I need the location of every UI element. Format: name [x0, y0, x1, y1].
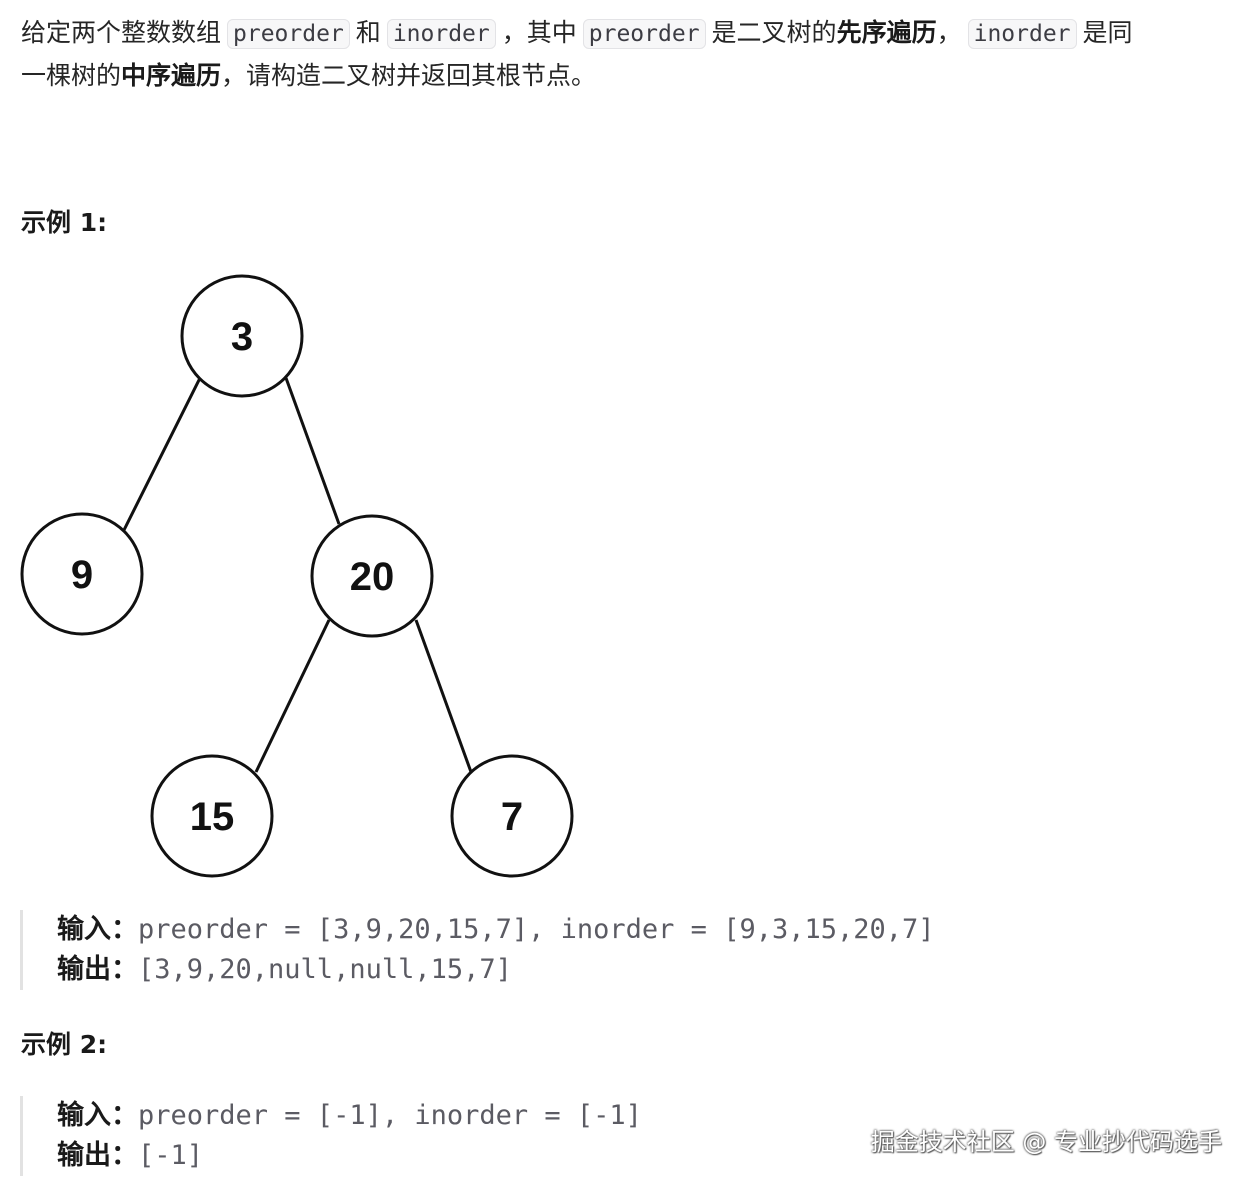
node-label: 9 [71, 553, 93, 597]
description-text: 和 [355, 18, 381, 47]
example-1-input-row: 输入：preorder = [3,9,20,15,7], inorder = [… [57, 910, 935, 950]
description-text: 是同 [1082, 18, 1133, 47]
code-inorder: inorder [386, 19, 496, 49]
tree-node-7: 7 [450, 754, 574, 878]
example-2-title: 示例 2: [21, 1030, 108, 1059]
description-line-2: 一棵树的中序遍历，请构造二叉树并返回其根节点。 [21, 55, 1236, 97]
tree-node-9: 9 [20, 512, 144, 636]
output-label: 输出： [57, 1140, 138, 1171]
bold-preorder-traversal: 先序遍历 [836, 18, 937, 47]
description-text: ，请构造二叉树并返回其根节点。 [221, 61, 597, 90]
example-1-title: 示例 1: [21, 208, 108, 237]
bold-inorder-traversal: 中序遍历 [121, 61, 222, 90]
edge-3-20 [284, 377, 341, 525]
node-label: 3 [231, 315, 253, 359]
edge-20-7 [414, 619, 473, 773]
input-label: 输入： [57, 1100, 138, 1131]
input-value: preorder = [-1], inorder = [-1] [138, 1100, 642, 1131]
node-label: 15 [190, 795, 235, 839]
code-inorder: inorder [967, 19, 1077, 49]
example-2-input-row: 输入：preorder = [-1], inorder = [-1] [57, 1096, 642, 1136]
node-label: 20 [350, 555, 395, 599]
example-1-output-row: 输出：[3,9,20,null,null,15,7] [57, 950, 935, 990]
example-2-io: 输入：preorder = [-1], inorder = [-1] 输出：[-… [20, 1096, 642, 1176]
description-text: ，其中 [501, 18, 577, 47]
code-preorder: preorder [582, 19, 706, 49]
tree-node-15: 15 [150, 754, 274, 878]
watermark: 掘金技术社区 @ 专业抄代码选手 [870, 1128, 1222, 1156]
output-value: [-1] [138, 1140, 204, 1171]
input-label: 输入： [57, 914, 138, 945]
description-text: 是二叉树的 [711, 18, 837, 47]
example-2-output-row: 输出：[-1] [57, 1136, 642, 1176]
tree-edges [121, 377, 473, 773]
binary-tree-diagram: 3 9 20 15 7 [20, 274, 574, 878]
tree-node-3: 3 [180, 274, 304, 398]
edge-3-9 [121, 377, 202, 533]
tree-node-20: 20 [310, 514, 434, 638]
description-text: 一棵树的 [21, 61, 122, 90]
edge-20-15 [254, 619, 331, 773]
input-value: preorder = [3,9,20,15,7], inorder = [9,3… [138, 914, 935, 945]
description-text: 给定两个整数数组 [21, 18, 222, 47]
output-value: [3,9,20,null,null,15,7] [138, 954, 512, 985]
output-label: 输出： [57, 954, 138, 985]
description-text: ， [936, 18, 962, 47]
example-1-io: 输入：preorder = [3,9,20,15,7], inorder = [… [20, 910, 935, 990]
node-label: 7 [501, 795, 523, 839]
code-preorder: preorder [227, 19, 350, 49]
